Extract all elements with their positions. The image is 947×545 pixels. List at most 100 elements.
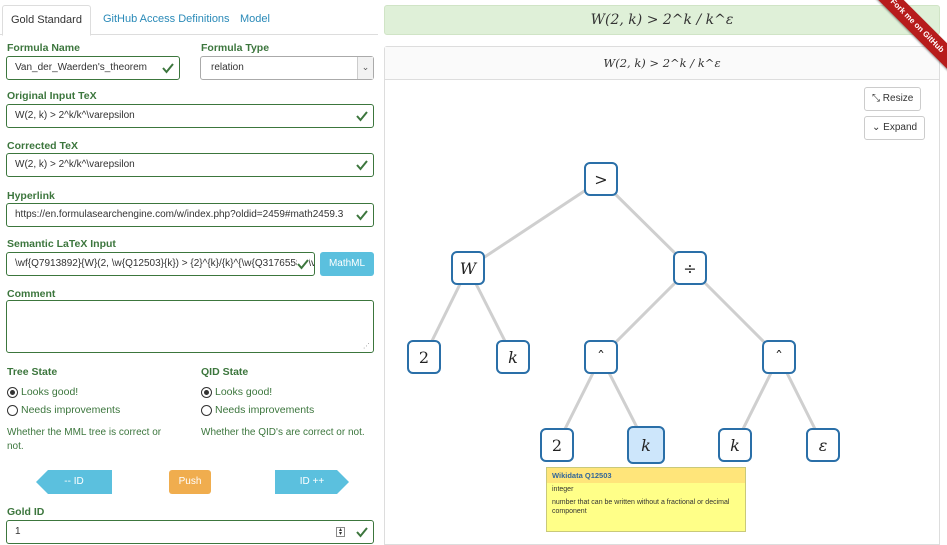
tree-state-label: Tree State	[7, 366, 58, 378]
comment-label: Comment	[7, 288, 56, 300]
tree-node-w[interactable]: W	[451, 251, 485, 285]
tree-node-k[interactable]: k	[718, 428, 752, 462]
tree-state-help: Whether the MML tree is correct or not.	[7, 427, 162, 452]
tree-node-k[interactable]: k	[496, 340, 530, 374]
tree-node-gt[interactable]: >	[584, 162, 618, 196]
next-id-button[interactable]: ID ++	[275, 470, 349, 494]
previous-id-button[interactable]: -- ID	[36, 470, 112, 494]
radio-icon[interactable]	[7, 386, 18, 398]
semantic-latex-label: Semantic LaTeX Input	[7, 238, 116, 250]
qid-state-help: Whether the QID's are correct or not.	[201, 427, 365, 438]
tree-node-2[interactable]: 2	[407, 340, 441, 374]
github-ribbon[interactable]: Fork me on GitHub	[867, 0, 947, 80]
tree-node-box[interactable]	[496, 340, 530, 374]
check-icon	[356, 111, 368, 122]
tab-gold-standard[interactable]: Gold Standard	[2, 5, 91, 36]
tree-state-option-label: Needs improvements	[21, 404, 121, 416]
radio-icon[interactable]	[7, 404, 18, 416]
wikidata-tooltip: Wikidata Q12503 integer number that can …	[546, 467, 746, 532]
qid-state-option-label: Needs improvements	[215, 404, 315, 416]
tree-node-box[interactable]	[584, 340, 618, 374]
corrected-tex-value: W(2, k) > 2^k/k^\varepsilon	[15, 159, 135, 170]
number-spinner-icon[interactable]: ▴▾	[336, 527, 345, 537]
card-header-formula: W(2, k) > 2^k / k^ε	[385, 47, 939, 80]
original-tex-input[interactable]: W(2, k) > 2^k/k^\varepsilon	[6, 104, 374, 128]
tree-state-option-label: Looks good!	[21, 386, 79, 398]
check-icon	[356, 527, 368, 538]
tooltip-type: integer	[552, 486, 574, 493]
github-ribbon-text[interactable]: Fork me on GitHub	[868, 0, 947, 75]
tree-state-option-improve[interactable]: Needs improvements	[7, 404, 120, 416]
tree-node-box[interactable]	[673, 251, 707, 285]
qid-state-option-good[interactable]: Looks good!	[201, 386, 272, 398]
tree-node-box[interactable]	[762, 340, 796, 374]
gold-id-value: 1	[15, 526, 21, 537]
hyperlink-label: Hyperlink	[7, 190, 55, 202]
tree-node-power[interactable]: ˆ	[762, 340, 796, 374]
tree-node-label: ε	[819, 436, 828, 455]
qid-state-option-label: Looks good!	[215, 386, 273, 398]
hyperlink-value: https://en.formulasearchengine.com/w/ind…	[15, 209, 344, 220]
mathml-button[interactable]: MathML	[320, 252, 374, 276]
tree-node-label: >	[594, 170, 607, 189]
tree-node-power[interactable]: ˆ	[584, 340, 618, 374]
corrected-tex-input[interactable]: W(2, k) > 2^k/k^\varepsilon	[6, 153, 374, 177]
tree-node-box[interactable]	[627, 426, 665, 464]
radio-icon[interactable]	[201, 404, 212, 416]
tree-node-label: k	[641, 436, 651, 455]
tree-node-label: 2	[552, 436, 562, 455]
formula-name-value: Van_der_Waerden's_theorem	[15, 62, 147, 73]
tooltip-title: Wikidata Q12503	[547, 468, 745, 483]
check-icon	[297, 258, 309, 270]
tree-node-label: 2	[419, 348, 429, 367]
tree-node-label: ˆ	[597, 348, 605, 367]
gold-standard-form: Gold Standard GitHub Access Definitions …	[0, 0, 383, 545]
tab-bar: Gold Standard GitHub Access Definitions …	[0, 5, 378, 36]
tree-node-box[interactable]	[451, 251, 485, 285]
formula-name-input[interactable]: Van_der_Waerden's_theorem	[6, 56, 180, 80]
tree-node-label: ˆ	[775, 348, 783, 367]
hyperlink-input[interactable]: https://en.formulasearchengine.com/w/ind…	[6, 203, 374, 227]
corrected-tex-label: Corrected TeX	[7, 140, 78, 152]
chevron-down-icon: ⌄	[872, 122, 881, 133]
tab-github-access-definitions[interactable]: GitHub Access Definitions	[103, 13, 230, 25]
formula-type-select[interactable]: relation ⌄	[200, 56, 374, 80]
formula-banner-text: W(2, k) > 2^k / k^ε	[590, 12, 734, 28]
qid-state-option-improve[interactable]: Needs improvements	[201, 404, 314, 416]
qid-state-label: QID State	[201, 366, 249, 378]
radio-icon[interactable]	[201, 386, 212, 398]
card-header-formula-text: W(2, k) > 2^k / k^ε	[603, 56, 721, 70]
gold-id-label: Gold ID	[7, 506, 45, 518]
check-icon	[162, 63, 174, 74]
resize-grip-icon[interactable]: ⋰	[363, 343, 370, 350]
expand-button[interactable]: ⌄ Expand	[864, 116, 926, 140]
resize-button[interactable]: ⤡ Resize	[864, 87, 922, 111]
tree-node-2[interactable]: 2	[540, 428, 574, 462]
original-tex-label: Original Input TeX	[7, 90, 97, 102]
semantic-latex-value: \wf{Q7913892}{W}(2, \w{Q12503}{k}) > {2}…	[15, 258, 314, 269]
tree-node-label: W	[460, 259, 478, 278]
resize-icon: ⤡	[872, 93, 880, 104]
tree-node-label: k	[730, 436, 740, 455]
tree-state-option-good[interactable]: Looks good!	[7, 386, 78, 398]
tree-node-box[interactable]	[407, 340, 441, 374]
formula-banner: W(2, k) > 2^k / k^ε	[384, 5, 940, 35]
gold-id-input[interactable]: 1 ▴▾	[6, 520, 374, 544]
tree-node-epsilon[interactable]: ε	[806, 428, 840, 462]
tree-node-label: k	[508, 348, 518, 367]
tree-node-k-highlighted[interactable]: k	[627, 426, 665, 464]
check-icon	[356, 210, 368, 221]
tree-node-box[interactable]	[540, 428, 574, 462]
comment-textarea[interactable]: ⋰	[6, 300, 374, 353]
tab-model[interactable]: Model	[240, 13, 270, 25]
semantic-latex-input[interactable]: \wf{Q7913892}{W}(2, \w{Q12503}{k}) > {2}…	[6, 252, 315, 276]
formula-type-label: Formula Type	[201, 42, 270, 54]
push-button[interactable]: Push	[169, 470, 211, 494]
tooltip-description: number that can be written without a fra…	[552, 499, 730, 515]
tree-node-box[interactable]	[806, 428, 840, 462]
tree-node-box[interactable]	[718, 428, 752, 462]
tree-node-box[interactable]	[584, 162, 618, 196]
formula-name-label: Formula Name	[7, 42, 80, 54]
tree-node-divide[interactable]: ÷	[673, 251, 707, 285]
